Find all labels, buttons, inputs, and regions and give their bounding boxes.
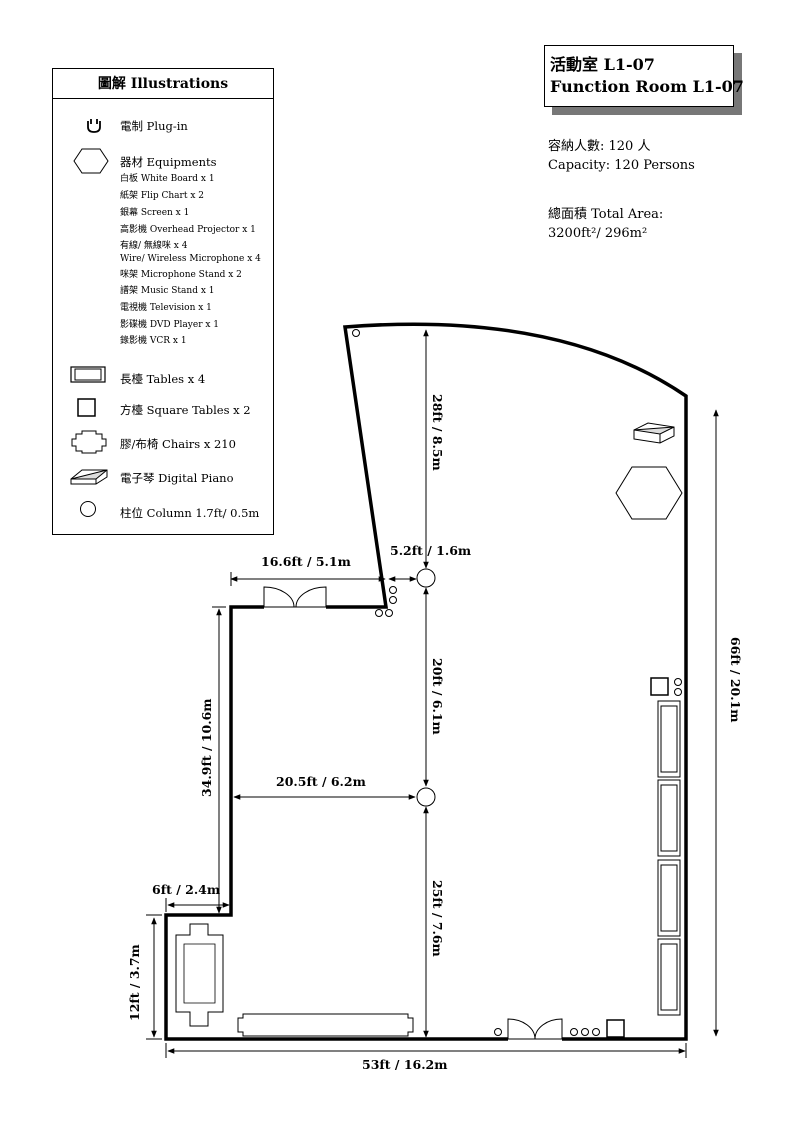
column-icon: [416, 568, 436, 588]
plug-icon: [87, 119, 101, 133]
legend-column: 柱位 Column 1.7ft/ 0.5m: [120, 506, 260, 520]
plug-icon: [270, 329, 682, 1036]
square-table-icon: [650, 677, 669, 696]
legend-equipments: 器材 Equipments: [120, 155, 217, 169]
legend-title: 圖解 Illustrations: [53, 69, 273, 99]
legend-piano: 電子琴 Digital Piano: [120, 471, 234, 485]
area-label: 總面積 Total Area:: [548, 207, 664, 222]
square-table-icon: [77, 398, 96, 417]
equipment-item: 白板 White Board x 1: [120, 174, 215, 184]
equipment-item: 譜架 Music Stand x 1: [120, 286, 215, 296]
capacity-en: Capacity: 120 Persons: [548, 158, 695, 173]
legend-square-tables: 方檯 Square Tables x 2: [120, 403, 251, 417]
room-outline: [164, 322, 688, 1041]
equipment-item: 高影機 Overhead Projector x 1: [120, 225, 256, 235]
dim-mid-horizontal: 20.5ft / 6.2m: [276, 774, 366, 789]
equipment-item: 咪架 Microphone Stand x 2: [120, 270, 242, 280]
chair-icon: [175, 923, 224, 1027]
square-table-icon: [606, 1019, 625, 1038]
legend-box: 圖解 Illustrations 電制 Plug-in 器材 Equipment…: [52, 68, 274, 535]
bottom-long-table: [237, 1013, 414, 1037]
dim-right-height: 66ft / 20.1m: [728, 637, 743, 723]
dim-mid-vertical: 20ft / 6.1m: [430, 658, 445, 735]
equipment-item: 銀幕 Screen x 1: [120, 208, 190, 218]
equipment-hexagon-icon: [615, 466, 683, 520]
dim-step-width: 6ft / 2.4m: [152, 882, 220, 897]
digital-piano-icon: [633, 422, 675, 444]
table-icon: [70, 366, 106, 383]
room-title-box: 活動室 L1-07 Function Room L1-07: [544, 45, 744, 107]
dim-column-offset: 5.2ft / 1.6m: [390, 543, 471, 558]
equipment-item: 錄影機 VCR x 1: [120, 336, 187, 346]
dim-top-vertical: 28ft / 8.5m: [430, 394, 445, 471]
legend-chairs: 膠/布椅 Chairs x 210: [120, 437, 236, 451]
equipment-item: 有線/ 無線咪 x 4: [120, 241, 188, 251]
dim-bottom-vertical: 25ft / 7.6m: [430, 880, 445, 957]
chair-icon: [71, 430, 107, 454]
legend-plug: 電制 Plug-in: [120, 119, 188, 133]
legend-tables: 長檯 Tables x 4: [120, 372, 206, 386]
room-title-zh: 活動室 L1-07: [550, 55, 655, 74]
equipment-item: 電視機 Television x 1: [120, 303, 212, 313]
door-bottom: [507, 1018, 563, 1042]
equipment-hexagon-icon: [73, 148, 109, 174]
equipment-item: Wire/ Wireless Microphone x 4: [120, 254, 261, 264]
capacity-zh: 容納人數: 120 人: [548, 139, 651, 154]
digital-piano-icon: [70, 469, 108, 485]
column-icon: [416, 787, 436, 807]
room-title-en: Function Room L1-07: [550, 77, 744, 96]
area-value: 3200ft²/ 296m²: [548, 226, 648, 241]
door-top: [263, 586, 327, 610]
column-icon: [80, 501, 96, 517]
long-tables: [657, 700, 681, 1016]
dim-left-wall-height: 34.9ft / 10.6m: [199, 698, 214, 797]
dim-bottom-left-height: 12ft / 3.7m: [127, 944, 142, 1021]
dim-bottom-width: 53ft / 16.2m: [362, 1057, 448, 1072]
equipment-item: 影碟機 DVD Player x 1: [120, 320, 220, 330]
equipment-item: 紙架 Flip Chart x 2: [120, 191, 204, 201]
dim-left-wall-top: 16.6ft / 5.1m: [261, 554, 351, 569]
